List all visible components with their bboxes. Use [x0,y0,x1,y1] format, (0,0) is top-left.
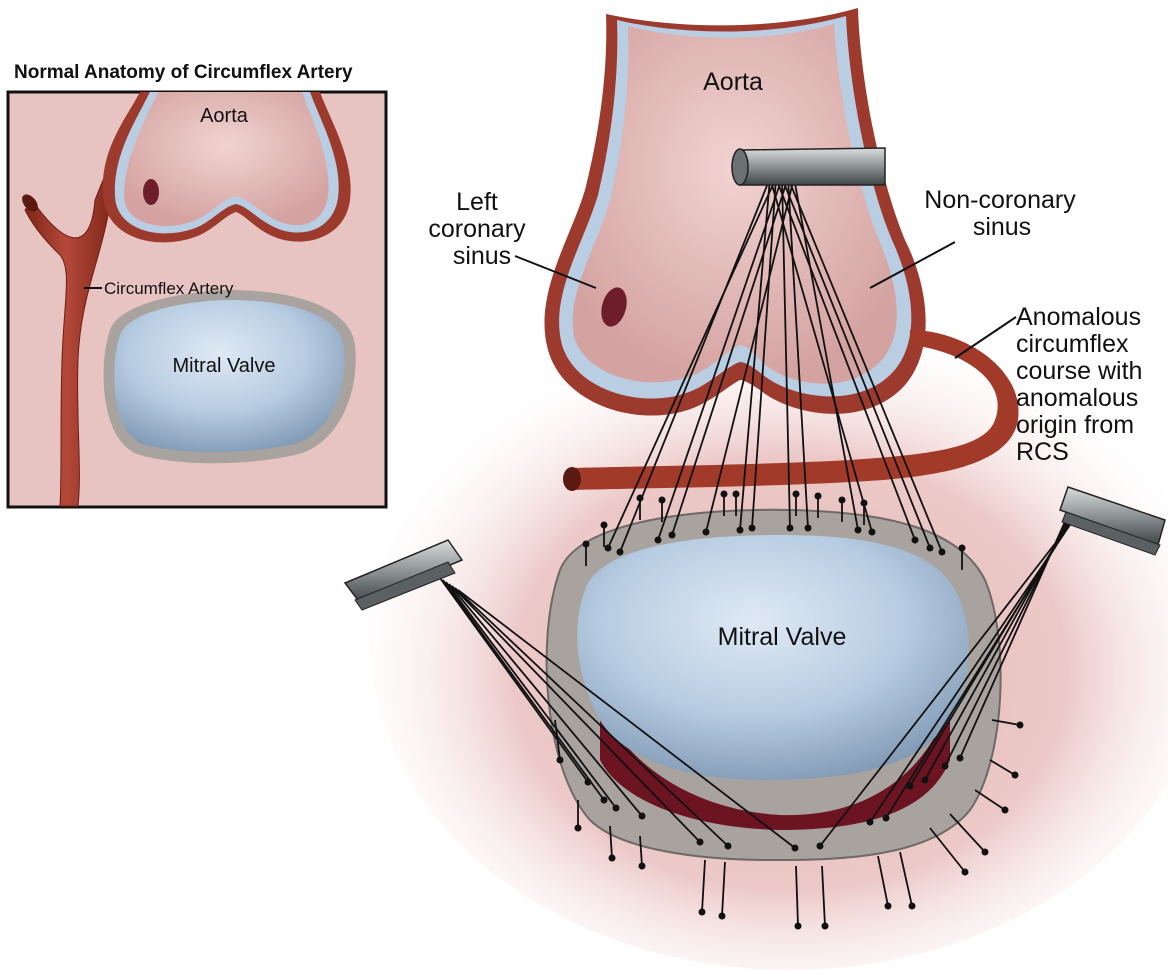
noncoronary-line-1: Non-coronary [924,186,1076,214]
anomalous-line-3: course with [1016,357,1142,385]
suture-pledget-icon [792,845,799,852]
suture-pledget-icon [575,825,582,832]
suture-pledget-icon [605,545,612,552]
suture-pledget-icon [669,532,676,539]
inset-valve-label: Mitral Valve [173,355,276,377]
suture-pledget-icon [719,913,726,920]
upper-suture-holder [732,148,885,185]
inset-artery-label: Circumflex Artery [104,279,234,298]
suture-pledget-icon [959,545,966,552]
suture-pledget-icon [639,863,646,870]
suture-pledget-icon [609,855,616,862]
suture-pledget-icon [659,497,666,504]
inset-aorta-label: Aorta [200,105,249,127]
left-sinus-line-1: Left [456,188,498,216]
suture-pledget-icon [855,527,862,534]
suture-pledget-icon [883,815,890,822]
anomalous-line-1: Anomalous [1016,303,1141,331]
aorta-label: Aorta [703,68,763,96]
suture-pledget-icon [839,497,846,504]
suture-pledget-icon [613,805,620,812]
suture-pledget-icon [1017,722,1024,729]
suture-pledget-icon [639,813,646,820]
left-sinus-line-2: coronary [428,215,526,243]
suture-pledget-icon [793,491,800,498]
anomalous-line-2: circumflex [1016,330,1129,358]
suture-pledget-icon [703,529,710,536]
suture-pledget-icon [733,491,740,498]
suture-pledget-icon [912,537,919,544]
suture-pledget-icon [805,525,812,532]
noncoronary-line-2: sinus [973,213,1031,241]
mitral-valve [577,535,968,780]
suture-pledget-icon [737,527,744,534]
suture-pledget-icon [617,549,624,556]
mitral-valve-label: Mitral Valve [718,623,847,651]
anomalous-line-6: RCS [1016,438,1069,466]
left-sinus-line-3: sinus [453,242,511,270]
suture-pledget-icon [1012,772,1019,779]
suture-pledget-icon [909,903,916,910]
suture-pledget-icon [725,843,732,850]
inset-title: Normal Anatomy of Circumflex Artery [14,62,353,83]
suture-pledget-icon [962,869,969,876]
suture-pledget-icon [1002,807,1009,814]
inset-panel: Normal Anatomy of Circumflex Artery Aort… [8,62,386,507]
upper-holder-end [732,149,748,185]
suture-pledget-icon [557,757,564,764]
suture-pledget-icon [787,525,794,532]
suture-pledget-icon [861,500,868,507]
suture-pledget-icon [749,525,756,532]
suture-pledget-icon [601,797,608,804]
suture-pledget-icon [822,923,829,930]
suture-pledget-icon [817,843,824,850]
suture-pledget-icon [907,783,914,790]
suture-pledget-icon [815,493,822,500]
suture-pledget-icon [885,903,892,910]
suture-pledget-icon [721,491,728,498]
suture-pledget-icon [697,839,704,846]
suture-pledget-icon [637,495,644,502]
suture-pledget-icon [939,549,946,556]
suture-pledget-icon [922,777,929,784]
suture-pledget-icon [927,545,934,552]
suture-pledget-icon [982,849,989,856]
anomalous-line-5: origin from [1016,411,1134,439]
suture-pledget-icon [655,537,662,544]
suture-pledget-icon [867,819,874,826]
artery-cut-end [563,467,581,491]
suture-pledget-icon [869,529,876,536]
suture-pledget-icon [583,541,590,548]
suture-pledget-icon [957,755,964,762]
suture-pledget-icon [795,923,802,930]
suture-pledget-icon [699,909,706,916]
inset-coronary-ostium [143,179,159,205]
suture-pledget-icon [601,522,608,529]
suture-pledget-icon [942,763,949,770]
anomalous-line-4: anomalous [1016,384,1138,412]
main-illustration: Aorta Left coronary sinus Non-coronary s… [345,8,1168,970]
